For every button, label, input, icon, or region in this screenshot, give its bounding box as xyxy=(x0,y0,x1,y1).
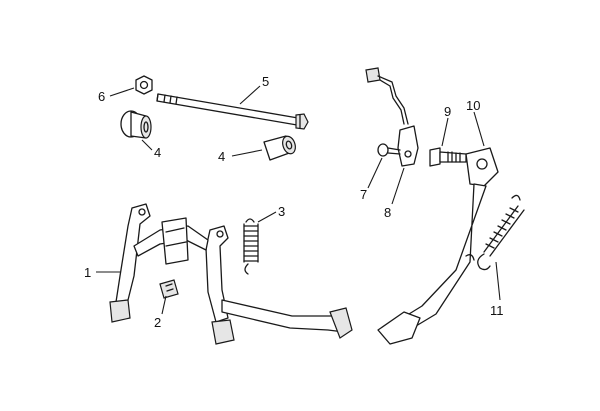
callouts: 1 2 3 4 4 5 6 7 8 9 10 11 xyxy=(84,74,504,330)
callout-1: 1 xyxy=(84,265,91,280)
leader-line-5 xyxy=(239,85,261,105)
switch-bracket-part-8 xyxy=(397,125,419,167)
screw-part-7 xyxy=(377,143,401,157)
sleeve-bushing-part-4-lower xyxy=(263,135,296,161)
flanged-bushing-part-4-upper xyxy=(120,110,152,139)
callout-10: 10 xyxy=(466,98,480,113)
callout-4-lower: 4 xyxy=(218,149,225,164)
callout-2: 2 xyxy=(154,315,161,330)
sidestand-switch-cable xyxy=(365,67,409,125)
side-stand-spring-part-11 xyxy=(477,194,525,271)
callout-4-upper: 4 xyxy=(154,145,161,160)
callout-8: 8 xyxy=(384,205,391,220)
leader-line-4-lower xyxy=(231,149,263,157)
pivot-bolt-part-5 xyxy=(156,93,309,130)
side-stand-bolt-part-9 xyxy=(429,147,467,167)
center-stand-part-1 xyxy=(109,203,353,345)
callout-7: 7 xyxy=(360,187,367,202)
leader-line-8 xyxy=(391,167,405,205)
leader-line-4-upper xyxy=(141,139,153,151)
nut-part-6 xyxy=(135,75,153,95)
callout-3: 3 xyxy=(278,204,285,219)
leader-line-6 xyxy=(109,87,135,97)
callout-5: 5 xyxy=(262,74,269,89)
leader-line-10 xyxy=(473,111,485,147)
callout-9: 9 xyxy=(444,104,451,119)
leader-line-7 xyxy=(367,157,383,189)
center-stand-spring-part-3 xyxy=(243,218,259,275)
clip-part-2 xyxy=(159,279,179,299)
leader-line-3 xyxy=(257,211,277,223)
leader-line-2 xyxy=(161,295,167,315)
leader-lines xyxy=(96,85,501,315)
leader-line-11 xyxy=(495,261,501,301)
callout-6: 6 xyxy=(98,89,105,104)
callout-11: 11 xyxy=(490,303,504,318)
side-stand-part-10 xyxy=(377,147,499,345)
leader-line-9 xyxy=(441,117,449,147)
